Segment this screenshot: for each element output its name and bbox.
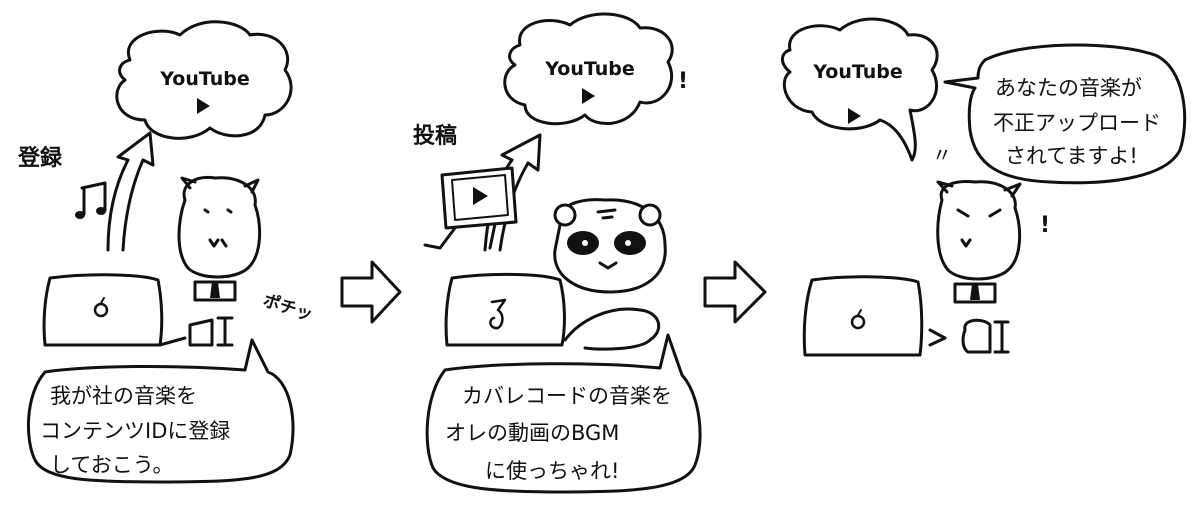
hand — [961, 318, 1010, 354]
arm — [563, 307, 661, 351]
up-arrow — [106, 131, 155, 252]
speech-line-1: 我が社の音楽を — [50, 384, 197, 408]
youtube-label: YouTube — [544, 58, 634, 80]
music-note-icon — [75, 181, 107, 219]
custom-logo-icon — [489, 298, 507, 330]
emphasis-mark: 〃 — [932, 143, 952, 167]
speech-line-2: 不正アップロード — [993, 111, 1161, 135]
video-film-icon — [423, 166, 518, 250]
apple-logo-icon — [850, 309, 866, 330]
register-label: 登録 — [17, 145, 63, 171]
speech-line-3: しておこう。 — [50, 453, 173, 477]
hippo-character — [936, 180, 1022, 304]
speech-line-1: カバレコードの音楽を — [462, 384, 672, 408]
panel-3: YouTube 〃 あなたの音楽が 不正アップロード されてますよ! ! — [781, 17, 1187, 357]
speech-line-3: されてますよ! — [1005, 144, 1138, 168]
laptop — [802, 275, 947, 357]
right-arrow-icon — [340, 260, 402, 324]
post-label: 投稿 — [413, 123, 457, 149]
play-icon — [197, 98, 210, 114]
panda-character — [553, 198, 667, 294]
exclamation-mark: ! — [678, 69, 688, 94]
laptop — [444, 272, 566, 347]
youtube-cloud — [503, 12, 674, 126]
speech-bubble — [26, 338, 295, 484]
speech-line-1: あなたの音楽が — [995, 76, 1142, 100]
play-icon — [848, 108, 861, 124]
right-arrow-icon — [703, 260, 767, 324]
speech-line-2: オレの動画のBGM — [445, 421, 619, 445]
panel-1: YouTube 登録 ポチッ 我が社の音楽を コン — [17, 20, 315, 484]
apple-logo-icon — [93, 297, 109, 318]
hand — [188, 316, 234, 347]
speech-line-3: に使っちゃれ! — [485, 459, 619, 483]
click-sound-effect: ポチッ — [260, 290, 315, 326]
play-icon — [582, 88, 595, 104]
exclamation-mark: ! — [1040, 213, 1050, 238]
youtube-label: YouTube — [159, 68, 249, 90]
speech-line-2: コンテンツIDに登録 — [40, 419, 230, 443]
speech-bubble — [425, 333, 702, 494]
speech-bubble — [943, 43, 1187, 185]
laptop — [42, 273, 187, 347]
panel-2: YouTube ! 投稿 カバレコードの音楽を オレの動画の — [413, 12, 702, 494]
youtube-cloud — [781, 17, 939, 162]
hippo-character — [177, 175, 262, 302]
youtube-cloud — [115, 20, 293, 140]
youtube-label: YouTube — [812, 61, 902, 83]
